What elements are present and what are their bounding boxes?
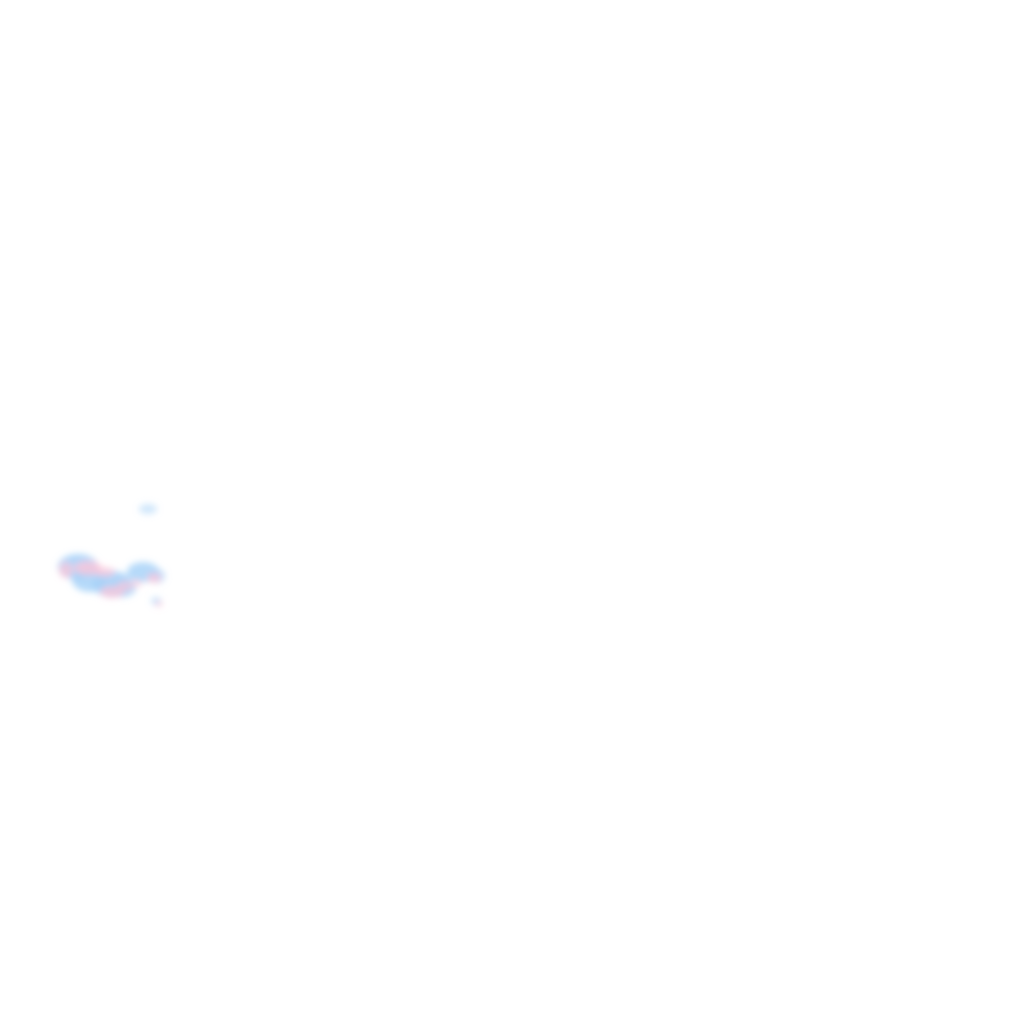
pink-patch-ellipse [74,561,102,575]
pink-patch-ellipse [59,562,73,578]
blob-layer [58,504,165,607]
blue-base-ellipse [139,504,157,514]
pink-patch-ellipse [117,581,133,591]
pink-patch-ellipse [95,567,115,577]
pink-patch-ellipse [155,601,163,607]
pink-patch-ellipse [132,579,142,587]
pink-patch-ellipse [100,586,124,598]
pink-patch-ellipse [147,573,161,583]
